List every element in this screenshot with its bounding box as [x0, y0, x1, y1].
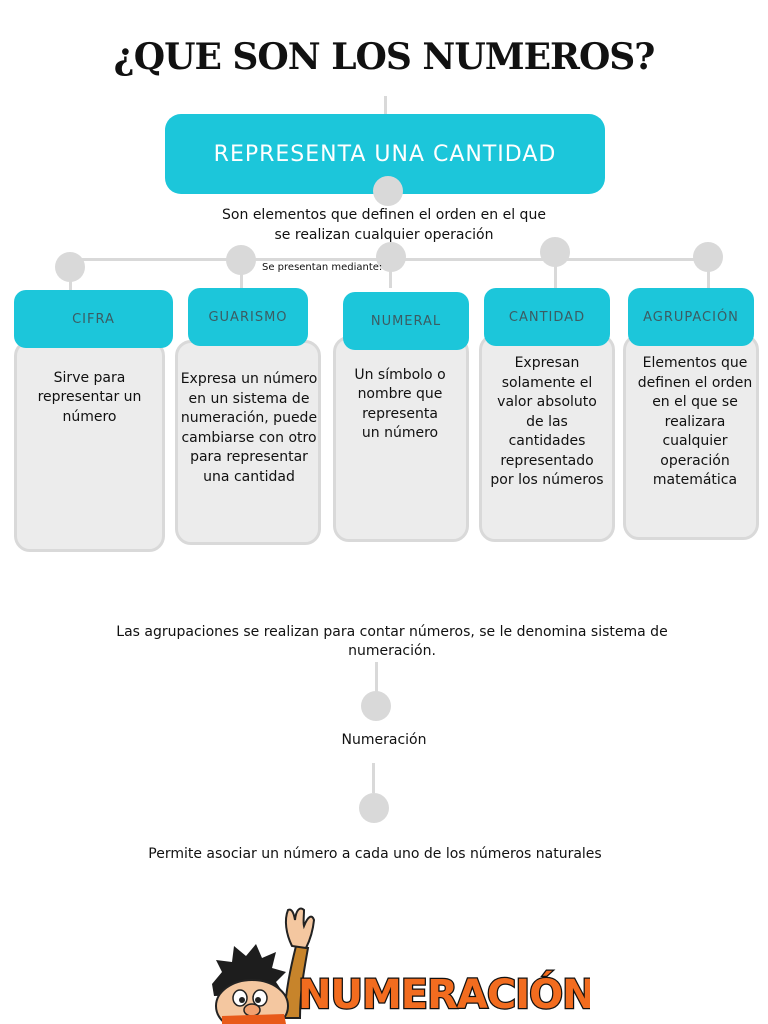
- intro-text-line-1: Son elementos que definen el orden en el…: [222, 207, 546, 223]
- card-text-line: nombre que: [357, 386, 443, 402]
- card-text-line: una cantidad: [203, 469, 295, 485]
- numeracion-logo: NUMERACIÓN: [212, 907, 590, 1024]
- branch-dot: [540, 237, 570, 267]
- card-text-line: representado: [500, 453, 594, 469]
- category-card-cifra: [14, 340, 165, 552]
- card-text-line: numeración, puede: [180, 410, 318, 426]
- card-text-line: definen el orden: [637, 375, 753, 391]
- category-label-guarismo: GUARISMO: [188, 288, 308, 346]
- card-text-line: cualquier: [662, 433, 728, 449]
- page-title: ¿QUE SON LOS NUMEROS?: [113, 36, 656, 78]
- card-text-line: Expresa un número: [180, 371, 318, 387]
- sub-label: Se presentan mediante:: [262, 262, 383, 273]
- branch-stem: [554, 264, 557, 288]
- branch-stem: [707, 268, 710, 288]
- branch-dot: [693, 242, 723, 272]
- connector-dot: [361, 691, 391, 721]
- card-text-line: número: [62, 409, 117, 425]
- card-text-line: en el que se: [652, 394, 738, 410]
- category-label-agrupacion: AGRUPACIÓN: [628, 288, 754, 346]
- connector-dot: [359, 793, 389, 823]
- card-text-line: cambiarse con otro: [181, 430, 317, 446]
- card-text-line: un número: [361, 425, 439, 441]
- card-text-line: solamente el: [501, 375, 593, 391]
- branch-stem: [240, 272, 243, 290]
- branch-stem: [389, 268, 392, 288]
- connector-dot: [373, 176, 403, 206]
- branch-stem: [69, 278, 72, 292]
- card-text-line: Elementos que: [642, 355, 748, 371]
- card-text-line: en un sistema de: [188, 391, 310, 407]
- card-text-line: valor absoluto: [497, 394, 597, 410]
- card-text-line: Un símbolo o: [354, 367, 446, 383]
- logo-text: NUMERACIÓN: [298, 970, 590, 1018]
- groupings-text-line-1: Las agrupaciones se realizan para contar…: [116, 624, 668, 640]
- card-text-line: cantidades: [508, 433, 586, 449]
- groupings-text-line-2: numeración.: [348, 643, 436, 659]
- card-text-line: realizara: [664, 414, 726, 430]
- category-label-cifra: CIFRA: [14, 290, 173, 348]
- card-text-line: operación: [660, 453, 730, 469]
- final-text: Permite asociar un número a cada uno de …: [148, 846, 602, 862]
- numeracion-label: Numeración: [341, 732, 427, 748]
- connector-line: [384, 96, 387, 114]
- card-text-line: por los números: [490, 472, 604, 488]
- card-text-line: de las: [526, 414, 568, 430]
- category-label-cantidad: CANTIDAD: [484, 288, 610, 346]
- connector-line: [375, 662, 378, 692]
- category-card-guarismo: [175, 340, 321, 545]
- intro-text-line-2: se realizan cualquier operación: [274, 227, 494, 243]
- card-text-line: representar un: [37, 389, 142, 405]
- connector-line: [372, 763, 375, 793]
- category-card-numeral: [333, 336, 469, 542]
- card-text-line: representa: [362, 406, 438, 422]
- branch-dot: [226, 245, 256, 275]
- card-text-line: Sirve para: [53, 370, 126, 386]
- category-card-cantidad: [479, 334, 615, 542]
- category-label-numeral: NUMERAL: [343, 292, 469, 350]
- card-text-line: Expresan: [514, 355, 580, 371]
- branch-dot: [55, 252, 85, 282]
- card-text-line: para representar: [190, 449, 308, 465]
- branch-dot: [376, 242, 406, 272]
- card-text-line: matemática: [652, 472, 738, 488]
